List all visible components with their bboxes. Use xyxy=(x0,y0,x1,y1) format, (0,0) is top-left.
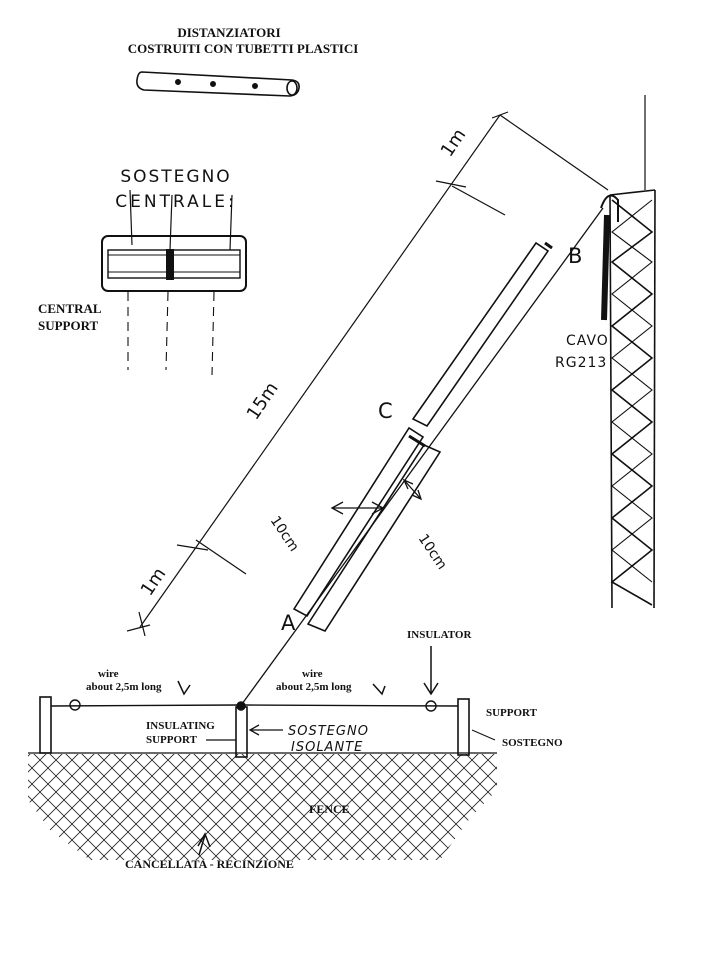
insulator-arrow-icon xyxy=(423,646,439,696)
feed-wire xyxy=(241,207,604,705)
wires xyxy=(50,699,459,712)
central-support-detail xyxy=(101,189,247,376)
antenna-elements xyxy=(292,241,553,632)
wire-left-label-2: about 2,5m long xyxy=(86,681,162,693)
point-c-label: C xyxy=(378,399,393,423)
title-line-2: COSTRUITI CON TUBETTI PLASTICI xyxy=(128,41,359,56)
point-b-label: B xyxy=(568,244,582,268)
insulator-label: INSULATOR xyxy=(407,629,472,641)
dimension-bottom-label: 1m xyxy=(137,564,171,600)
dimension-top-label: 1m xyxy=(437,125,471,161)
wire-right-arrow-icon xyxy=(372,683,386,696)
insulating-support-label-1: INSULATING xyxy=(146,720,215,732)
sostegno-label: SOSTEGNO xyxy=(120,167,231,187)
fence-arrow-icon xyxy=(197,832,211,856)
insulating-support-label-2: SUPPORT xyxy=(146,734,198,746)
sostegno-isolante-label-2: ISOLANTE xyxy=(291,740,363,755)
sostegno-isolante-label-1: SOSTEGNO xyxy=(288,724,369,739)
title-line-1: DISTANZIATORI xyxy=(177,25,280,40)
lattice-tower xyxy=(609,95,656,609)
dimension-15m xyxy=(126,111,609,637)
fence-posts xyxy=(39,696,470,758)
sostegno-isolante-arrow-icon xyxy=(248,724,283,736)
wire-right-label-2: about 2,5m long xyxy=(276,681,352,693)
spacing-right-label: 10cm xyxy=(415,531,450,572)
fence-label: FENCE xyxy=(309,802,350,816)
support-label-en: SUPPORT xyxy=(486,707,538,719)
fence-it-label: CANCELLATA - RECINZIONE xyxy=(125,857,294,871)
fence-hatch xyxy=(28,754,497,860)
cable-label-2: RG213 xyxy=(555,355,607,371)
wire-right-label-1: wire xyxy=(302,668,323,680)
coax-cable xyxy=(600,194,619,321)
spacing-left-label: 10cm xyxy=(267,513,302,554)
support-pointer xyxy=(471,729,496,741)
central-support-label-1: CENTRAL xyxy=(38,301,102,316)
central-support-label-2: SUPPORT xyxy=(38,318,99,333)
wire-left-label-1: wire xyxy=(98,668,119,680)
wire-left-arrow-icon xyxy=(177,680,191,696)
plastic-tube-spacer xyxy=(136,71,300,97)
dimension-total-label: 15m xyxy=(243,379,283,424)
spacing-arrows xyxy=(330,478,423,515)
point-a-label: A xyxy=(281,611,296,635)
cable-label-1: CAVO xyxy=(566,333,609,349)
support-label-it: SOSTEGNO xyxy=(502,737,563,749)
centrale-label: CENTRALE: xyxy=(115,192,236,212)
